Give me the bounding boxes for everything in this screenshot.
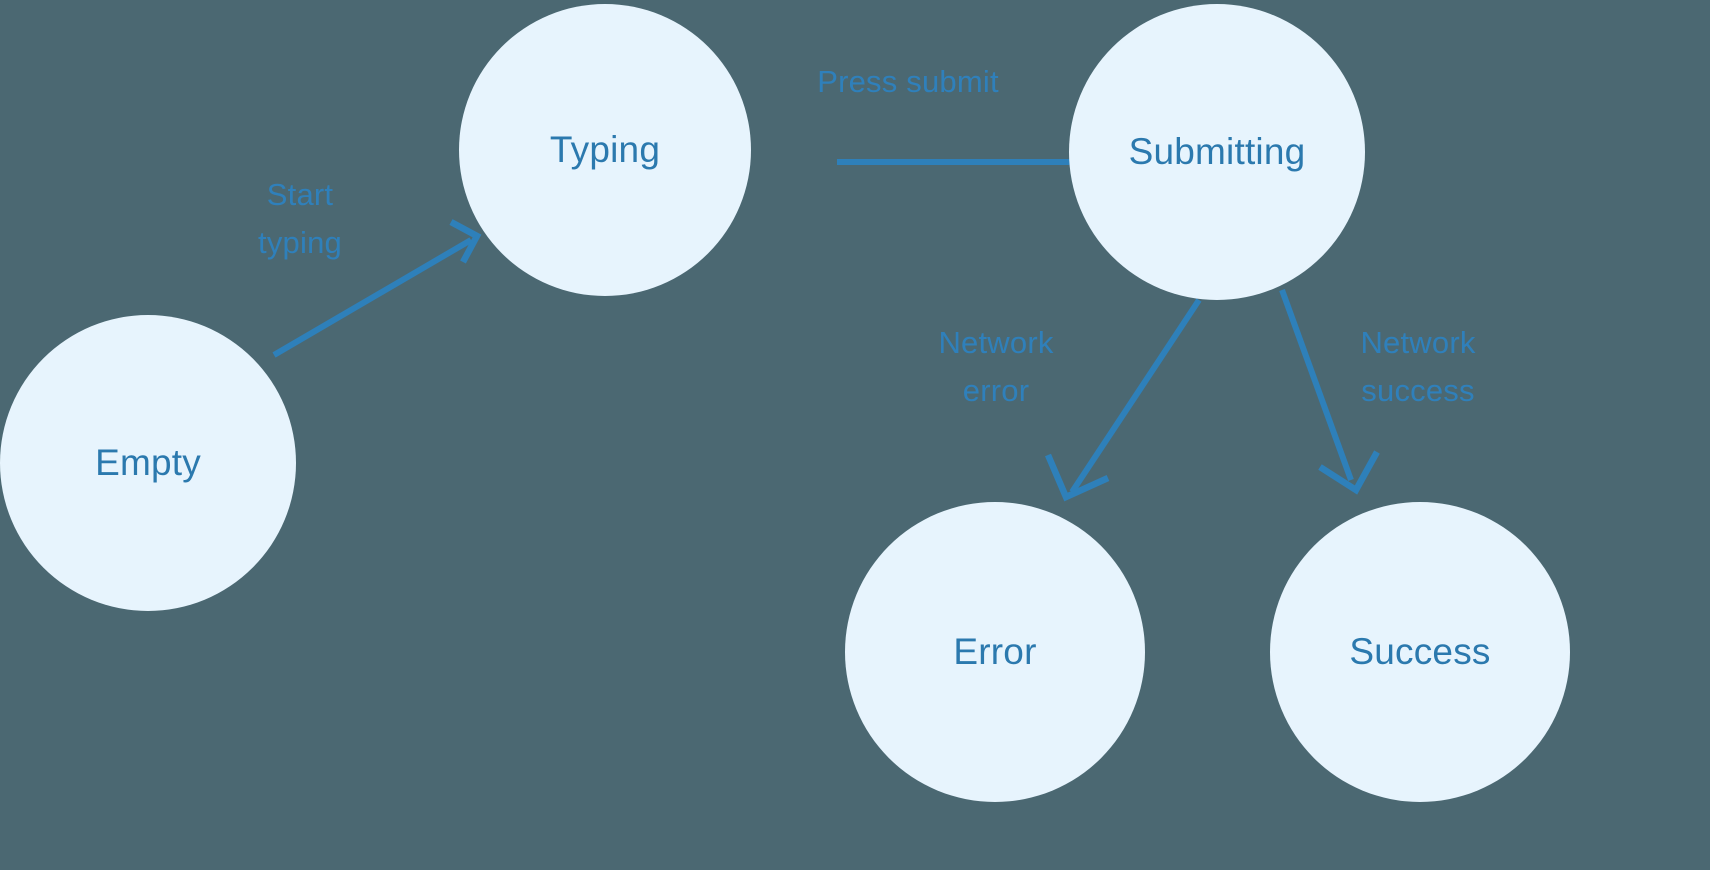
node-submitting[interactable]: Submitting xyxy=(1069,4,1365,300)
node-error-circle xyxy=(845,502,1145,802)
edge-submitting-to-error-arrowhead xyxy=(1045,453,1110,502)
edge-label-network-error-line1: Network xyxy=(938,325,1053,360)
edge-submitting-to-success-arrowhead xyxy=(1318,450,1380,495)
edge-label-press-submit: Press submit xyxy=(817,64,999,99)
edge-label-press-submit-line1: Press submit xyxy=(817,64,999,99)
edge-submitting-to-error[interactable] xyxy=(1045,298,1202,502)
node-submitting-label: Submitting xyxy=(1129,131,1306,172)
edge-submitting-to-success[interactable] xyxy=(1279,288,1380,495)
node-empty-circle xyxy=(0,315,296,611)
edge-label-network-success: Network success xyxy=(1360,325,1475,408)
edge-label-start-typing-line2: typing xyxy=(258,225,342,260)
edge-submitting-to-error-line xyxy=(1069,298,1202,494)
edge-label-start-typing-line1: Start xyxy=(267,177,334,212)
node-typing-circle xyxy=(459,4,751,296)
node-empty-label: Empty xyxy=(95,442,201,483)
node-typing-label: Typing xyxy=(550,129,660,170)
edge-label-network-error: Network error xyxy=(938,325,1053,408)
node-error-label: Error xyxy=(953,631,1036,672)
node-typing[interactable]: Typing xyxy=(459,4,751,296)
edge-submitting-to-success-line xyxy=(1279,288,1354,482)
edge-empty-to-typing-line xyxy=(272,237,473,358)
node-empty[interactable]: Empty xyxy=(0,315,296,611)
node-success-label: Success xyxy=(1349,631,1490,672)
node-error[interactable]: Error xyxy=(845,502,1145,802)
edge-label-start-typing: Start typing xyxy=(258,177,342,260)
node-success-circle xyxy=(1270,502,1570,802)
edge-label-network-success-line1: Network xyxy=(1360,325,1475,360)
node-submitting-circle xyxy=(1069,4,1365,300)
edge-label-network-error-line2: error xyxy=(963,373,1029,408)
node-success[interactable]: Success xyxy=(1270,502,1570,802)
edge-empty-to-typing[interactable] xyxy=(272,219,482,358)
edge-label-network-success-line2: success xyxy=(1361,373,1474,408)
edge-empty-to-typing-arrowhead xyxy=(449,219,482,264)
